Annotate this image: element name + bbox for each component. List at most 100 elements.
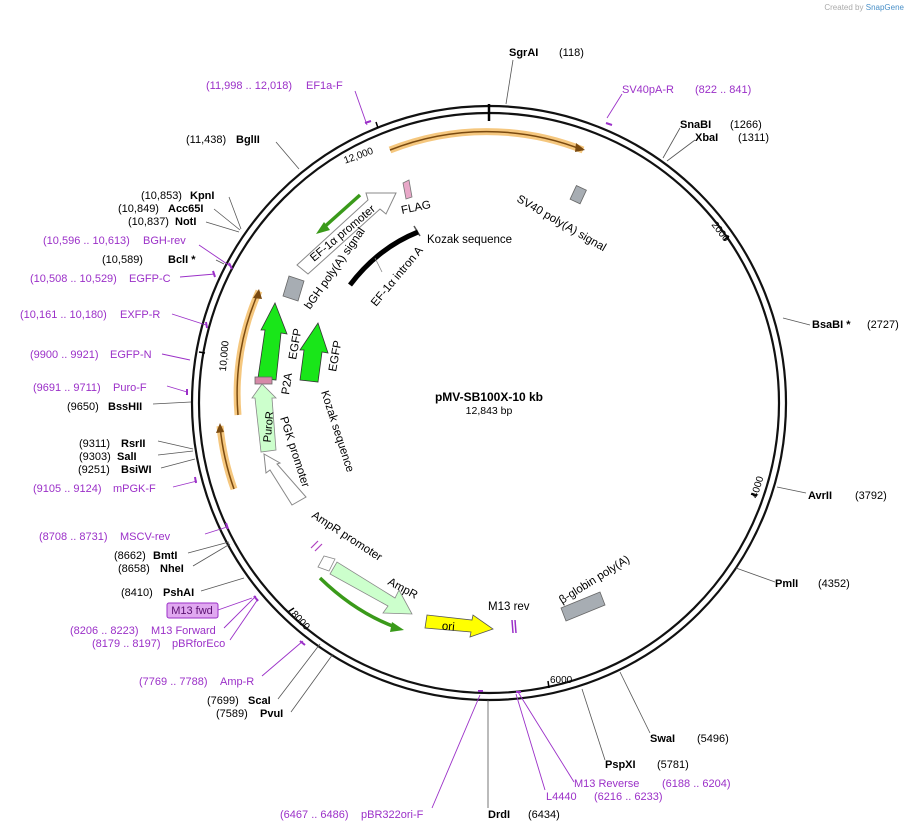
svg-text:(8206 .. 8223): (8206 .. 8223) — [70, 625, 139, 637]
m13rev-marker-b — [514, 619, 517, 634]
site-acc65i[interactable]: Acc65I (10,849) — [118, 203, 241, 231]
svg-text:EGFP-C: EGFP-C — [129, 273, 171, 285]
site-sgrai[interactable]: SgrAI (118) — [505, 47, 584, 105]
feature-label-kozak-lower: Kozak sequence — [318, 389, 356, 474]
svg-text:BglII: BglII — [236, 134, 260, 146]
primer-exfp-r[interactable]: (10,161 .. 10,180) EXFP-R — [20, 309, 208, 329]
m13-fwd-box[interactable]: M13 fwd — [166, 597, 253, 619]
primer-l4440[interactable]: L4440 (6216 .. 6233) — [515, 693, 663, 803]
svg-text:(6188 .. 6204): (6188 .. 6204) — [662, 778, 731, 790]
tick-10000: 10,000 — [198, 340, 232, 372]
site-scai[interactable]: ScaI (7699) — [207, 643, 321, 707]
feature-label-egfp-inner: EGFP — [327, 339, 344, 372]
svg-text:M13 fwd: M13 fwd — [171, 605, 213, 617]
site-drdi[interactable]: DrdI (6434) — [487, 700, 560, 821]
site-nhei[interactable]: NheI (8658) — [118, 543, 231, 575]
site-bsshii[interactable]: BssHII (9650) — [67, 401, 192, 413]
site-kpni[interactable]: KpnI (10,853) — [141, 190, 242, 230]
svg-text:AvrII: AvrII — [808, 490, 832, 502]
svg-text:(6467 .. 6486): (6467 .. 6486) — [280, 809, 349, 821]
site-bcli[interactable]: BclI * (10,589) — [102, 254, 225, 266]
svg-text:ScaI: ScaI — [248, 695, 271, 707]
ef1a-intron-arc — [348, 229, 419, 287]
feature-label-flag: FLAG — [400, 199, 432, 217]
site-avrii[interactable]: AvrII (3792) — [776, 486, 887, 502]
ampr-promoter-block — [317, 555, 336, 572]
site-noti[interactable]: NotI (10,837) — [128, 216, 240, 233]
primer-m13-reverse[interactable]: M13 Reverse (6188 .. 6204) — [516, 691, 731, 790]
site-bsabi[interactable]: BsaBI * (2727) — [782, 317, 899, 331]
svg-text:(9311): (9311) — [79, 438, 110, 450]
site-swai[interactable]: SwaI (5496) — [619, 671, 729, 745]
svg-text:BssHII: BssHII — [108, 401, 142, 413]
site-bmti[interactable]: BmtI (8662) — [114, 541, 230, 562]
svg-text:M13 Forward: M13 Forward — [151, 625, 216, 637]
primer-pbr322ori-f[interactable]: (6467 .. 6486) pBR322ori-F — [280, 690, 483, 821]
primer-puro-f[interactable]: (9691 .. 9711) Puro-F — [33, 382, 188, 395]
primer-egfp-n[interactable]: (9900 .. 9921) EGFP-N — [30, 349, 191, 361]
svg-text:(10,837): (10,837) — [128, 216, 169, 228]
primer-egfp-c[interactable]: (10,508 .. 10,529) EGFP-C — [30, 270, 216, 285]
svg-text:(9105 .. 9124): (9105 .. 9124) — [33, 483, 102, 495]
bgh-polya-block — [282, 275, 305, 302]
svg-text:PvuI: PvuI — [260, 708, 283, 720]
egfp-inner-arrow — [299, 322, 329, 383]
green-line-arrow-upper — [320, 193, 362, 231]
svg-text:XbaI: XbaI — [695, 132, 718, 144]
site-pmli[interactable]: PmlI (4352) — [735, 567, 850, 590]
primer-bgh-rev[interactable]: (10,596 .. 10,613) BGH-rev — [43, 235, 233, 270]
svg-text:L4440: L4440 — [546, 791, 577, 803]
orf-arcs — [216, 128, 585, 491]
svg-text:BclI *: BclI * — [168, 254, 196, 266]
site-snabi[interactable]: SnaBI (1266) — [662, 119, 762, 159]
primer-ef1a-f[interactable]: (11,998 .. 12,018) EF1a-F — [206, 80, 372, 126]
svg-text:EF1a-F: EF1a-F — [306, 80, 343, 92]
pgk-promoter-arrow — [263, 453, 307, 506]
svg-text:(7769 .. 7788): (7769 .. 7788) — [139, 676, 208, 688]
primer-sv40pa-r[interactable]: SV40pA-R (822 .. 841) — [605, 84, 751, 126]
site-pspxi[interactable]: PspXI (5781) — [581, 688, 689, 771]
svg-text:pBRforEco: pBRforEco — [172, 638, 225, 650]
primer-mscv-rev[interactable]: (8708 .. 8731) MSCV-rev — [39, 522, 229, 543]
green-line-arrow-lower — [318, 576, 396, 629]
svg-text:NotI: NotI — [175, 216, 196, 228]
ampr-promoter-marker-a — [310, 540, 319, 549]
site-bsiwi[interactable]: BsiWI (9251) — [78, 458, 196, 476]
site-xbai[interactable]: XbaI (1311) — [666, 132, 769, 162]
feature-label-ori: ori — [441, 620, 455, 633]
sv40-polya-block — [569, 185, 587, 205]
primer-pbrforeco[interactable]: (8179 .. 8197) pBRforEco — [92, 598, 259, 650]
svg-text:(3792): (3792) — [855, 490, 887, 502]
primer-amp-r[interactable]: (7769 .. 7788) Amp-R — [139, 640, 306, 688]
svg-text:(5496): (5496) — [697, 733, 729, 745]
orf-arc-lower-arrow — [216, 423, 224, 433]
site-pvui[interactable]: PvuI (7589) — [216, 653, 334, 720]
ampr-promoter-marker-b — [314, 543, 323, 552]
svg-text:(9303): (9303) — [79, 451, 111, 463]
ef1a-promoter-arrow — [296, 192, 397, 275]
orf-arc-left — [236, 290, 260, 416]
svg-text:SnaBI: SnaBI — [680, 119, 711, 131]
svg-text:(9650): (9650) — [67, 401, 99, 413]
svg-text:BsiWI: BsiWI — [121, 464, 152, 476]
tick-2000: 2000 — [709, 220, 732, 245]
svg-text:(8662): (8662) — [114, 550, 146, 562]
site-sali[interactable]: SalI (9303) — [79, 450, 194, 463]
svg-text:(10,596 .. 10,613): (10,596 .. 10,613) — [43, 235, 130, 247]
site-pshai[interactable]: PshAI (8410) — [121, 577, 245, 599]
green-line-arrow-upper-head — [316, 222, 330, 234]
site-bglii[interactable]: BglII (11,438) — [186, 134, 300, 170]
svg-text:mPGK-F: mPGK-F — [113, 483, 156, 495]
svg-text:pBR322ori-F: pBR322ori-F — [361, 809, 424, 821]
svg-text:(118): (118) — [559, 47, 584, 59]
svg-text:RsrII: RsrII — [121, 438, 145, 450]
ef1a-intron-leader — [374, 257, 383, 273]
orf-arc-top — [389, 130, 584, 151]
primer-m13-forward[interactable]: (8206 .. 8223) M13 Forward — [70, 595, 259, 637]
svg-text:(10,508 .. 10,529): (10,508 .. 10,529) — [30, 273, 117, 285]
site-rsrii[interactable]: RsrII (9311) — [79, 438, 194, 450]
primer-mpgk-f[interactable]: (9105 .. 9124) mPGK-F — [33, 476, 198, 495]
svg-text:(4352): (4352) — [818, 578, 850, 590]
svg-text:PmlI: PmlI — [775, 578, 798, 590]
svg-text:(6434): (6434) — [528, 809, 560, 821]
